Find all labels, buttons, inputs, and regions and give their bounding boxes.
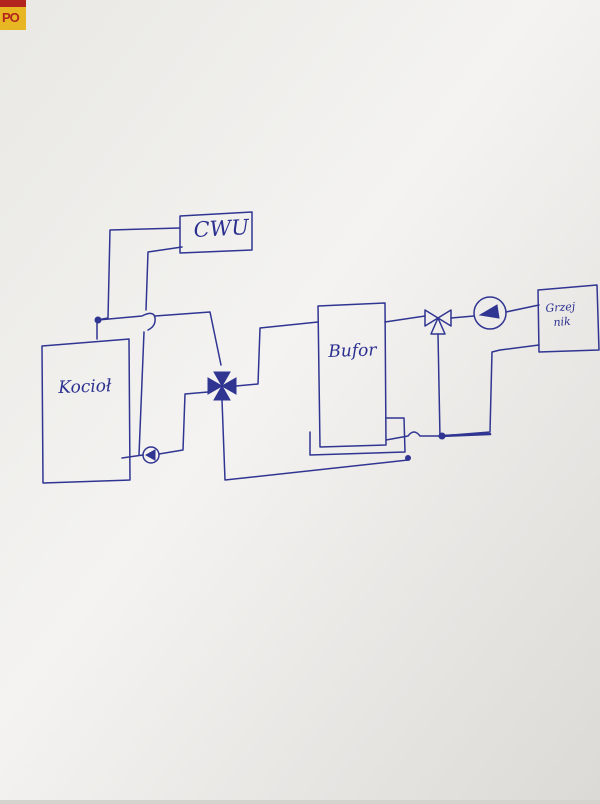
pipe-cwu-return [138,246,183,456]
pipe-pump-to-grzejnik [505,304,540,313]
pipe-boiler-to-mixer [97,311,222,366]
kociol-box [41,338,131,484]
cwu-label: CWU [193,215,250,242]
pipe-valve-bypass [437,333,441,439]
bufor-box [317,302,387,448]
boiler-pump-arrow [144,449,156,461]
bufor-label: Bufor [328,340,377,362]
radiator-pump-icon [473,296,507,330]
grzejnik-label-line1: Grzej [545,299,576,315]
pipe-valve-to-pump [450,315,475,319]
mixing-valve-icon [207,371,237,401]
radiator-pump-arrow [478,304,500,319]
grzejnik-box [537,284,600,353]
pipe-junction-dot-2 [405,455,411,461]
three-way-valve-icon [424,309,452,335]
bufor-coil [309,417,406,456]
kociol-label: Kocioł [58,376,112,398]
pipe-return-to-bufor [385,431,441,441]
pipe-mixer-bottom [221,399,409,481]
corner-sticker: PO [0,0,26,30]
cwu-box [179,211,253,254]
pipe-return-from-grzejnik [439,344,540,437]
pipe-boiler-to-cwu [96,227,181,340]
pipe-return-thick [438,432,492,438]
sticker-text: PO [2,10,20,25]
pipe-mixer-to-bufor [235,321,319,387]
grzejnik-label-line2: nik [553,314,572,329]
sticker-stripe [0,0,26,7]
pipe-boiler-return [121,391,209,459]
pipe-bufor-to-valve [384,315,426,323]
